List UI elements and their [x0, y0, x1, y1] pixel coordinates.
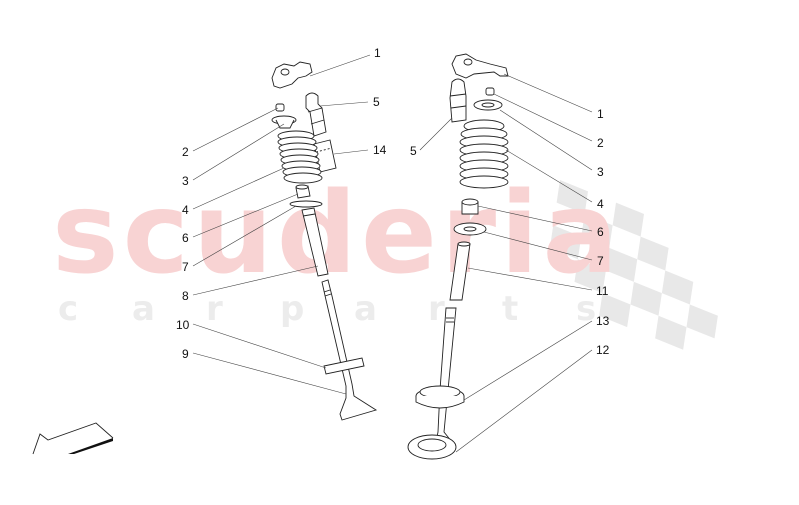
- tagline-letter: r: [428, 289, 445, 329]
- callout-5-left[interactable]: 5: [373, 95, 380, 109]
- callout-7-right[interactable]: 7: [597, 254, 604, 268]
- tagline-letter: c: [58, 289, 79, 329]
- tagline-letter: r: [206, 289, 223, 329]
- left-valve-spring: [277, 130, 323, 184]
- left-valve-guide: [301, 207, 329, 277]
- callout-13-right[interactable]: 13: [596, 314, 610, 328]
- right-valve-stem-seal: [461, 198, 479, 215]
- left-hydraulic-tappet: [305, 92, 327, 137]
- right-valve-cotter: [485, 87, 495, 96]
- left-valve-cotter: [275, 103, 285, 112]
- left-tappet-bush: [313, 139, 337, 173]
- right-hydraulic-tappet: [449, 78, 467, 123]
- callout-5-right[interactable]: 5: [410, 144, 417, 158]
- left-valve-seat-insert: [323, 357, 365, 375]
- right-valve-seat-insert: [415, 385, 465, 409]
- tagline-letter: a: [132, 289, 155, 329]
- callout-2-right[interactable]: 2: [597, 136, 604, 150]
- tagline-letter: p: [280, 289, 305, 329]
- callout-4-left[interactable]: 4: [182, 203, 189, 217]
- left-valve: [321, 279, 378, 421]
- left-spring-washer: [289, 200, 323, 208]
- left-rocker-arm: [271, 61, 313, 89]
- callout-1-left[interactable]: 1: [374, 46, 381, 60]
- callout-8-left[interactable]: 8: [182, 289, 189, 303]
- callout-6-right[interactable]: 6: [597, 225, 604, 239]
- right-valve: [407, 307, 457, 460]
- callout-11-right[interactable]: 11: [596, 284, 609, 298]
- callout-9-left[interactable]: 9: [182, 347, 189, 361]
- direction-arrow-icon: [32, 422, 114, 455]
- callout-14-left[interactable]: 14: [373, 143, 387, 157]
- tagline-letter: t: [502, 289, 519, 329]
- right-spring-washer: [453, 222, 487, 236]
- left-valve-stem-seal: [295, 184, 311, 199]
- tagline-letter: s: [576, 289, 597, 329]
- callout-3-right[interactable]: 3: [597, 165, 604, 179]
- right-spring-retainer: [473, 99, 503, 111]
- callout-2-left[interactable]: 2: [182, 145, 189, 159]
- callout-1-right[interactable]: 1: [597, 107, 604, 121]
- callout-7-left[interactable]: 7: [182, 260, 189, 274]
- callout-6-left[interactable]: 6: [182, 231, 189, 245]
- leader-lines: [192, 54, 593, 453]
- tagline-letter: a: [354, 289, 377, 329]
- callout-4-right[interactable]: 4: [597, 197, 604, 211]
- callout-12-right[interactable]: 12: [596, 343, 610, 357]
- right-rocker-arm: [451, 53, 509, 79]
- right-valve-guide: [449, 241, 471, 301]
- callout-3-left[interactable]: 3: [182, 174, 189, 188]
- right-valve-spring: [459, 119, 509, 189]
- callout-10-left[interactable]: 10: [176, 318, 190, 332]
- left-spring-retainer: [271, 115, 297, 129]
- brand-watermark: scuderia: [52, 169, 623, 299]
